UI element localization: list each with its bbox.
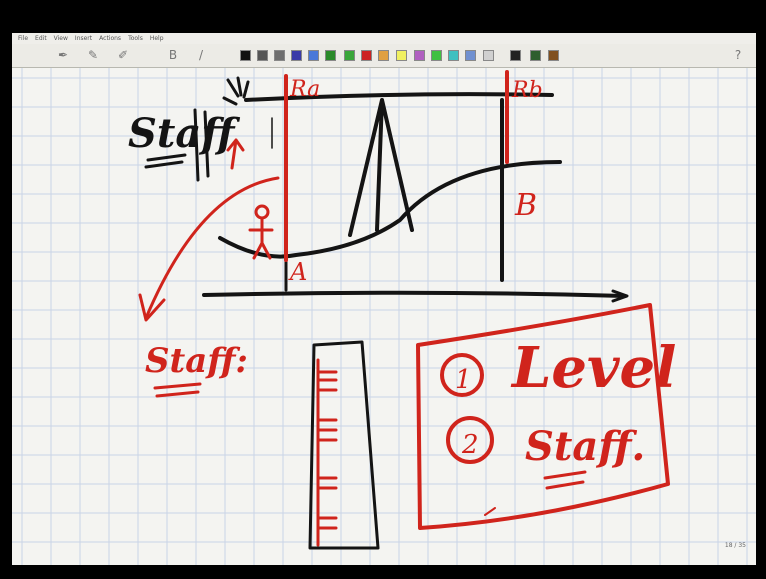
person-head xyxy=(254,204,270,220)
color-swatch[interactable] xyxy=(257,50,268,61)
item2-number: 2 xyxy=(461,430,479,460)
menu-item[interactable]: View xyxy=(53,35,68,42)
list-box xyxy=(416,303,670,530)
color-swatch[interactable] xyxy=(291,50,302,61)
color-swatch[interactable] xyxy=(378,50,389,61)
item1-circle xyxy=(440,353,484,397)
color-swatch[interactable] xyxy=(530,50,541,61)
color-swatch[interactable] xyxy=(325,50,336,61)
arrow-head xyxy=(611,289,629,303)
eraser-icon[interactable]: ✐ xyxy=(117,48,129,62)
bold-icon[interactable]: B xyxy=(168,48,178,62)
menu-item[interactable]: Help xyxy=(149,35,164,42)
color-swatch[interactable] xyxy=(274,50,285,61)
color-swatch[interactable] xyxy=(361,50,372,61)
color-swatch[interactable] xyxy=(431,50,442,61)
point-a-label: A xyxy=(288,258,307,286)
color-swatch[interactable] xyxy=(414,50,425,61)
ra-label: Ra xyxy=(289,77,320,102)
color-swatch[interactable] xyxy=(396,50,407,61)
staff-label-left: Staff: xyxy=(145,341,248,381)
menu-bar: File Edit View Insert Actions Tools Help xyxy=(12,33,756,44)
color-swatch[interactable] xyxy=(510,50,521,61)
menu-item[interactable]: Tools xyxy=(128,35,143,42)
italic-icon[interactable]: / xyxy=(198,48,204,62)
staff-underline xyxy=(144,153,187,169)
box-mark xyxy=(484,507,496,516)
rb-label: Rb xyxy=(511,78,543,103)
point-b-label: B xyxy=(514,188,537,223)
menu-item[interactable]: Actions xyxy=(99,35,122,42)
color-swatch[interactable] xyxy=(483,50,494,61)
toolbar: ✒ ✎ ✐ B /? xyxy=(12,44,756,68)
highlighter-icon[interactable]: ✎ xyxy=(87,48,99,62)
help-icon[interactable]: ? xyxy=(734,48,742,62)
ground-line xyxy=(202,290,627,298)
color-swatch[interactable] xyxy=(308,50,319,61)
item1-number: 1 xyxy=(455,365,472,395)
up-arrow xyxy=(226,138,245,170)
item2-circle xyxy=(446,416,494,464)
person-body xyxy=(248,216,274,260)
item2-underline xyxy=(543,470,587,490)
staff-rod xyxy=(308,340,380,550)
staff-left-underline xyxy=(153,382,202,398)
red-arrow-head xyxy=(138,293,166,322)
item1-text: Level xyxy=(510,335,676,401)
color-swatch[interactable] xyxy=(240,50,251,61)
hill-peak xyxy=(348,98,414,237)
pen-icon[interactable]: ✒ xyxy=(57,48,69,62)
menu-item[interactable]: File xyxy=(18,35,29,42)
item2-text: Staff. xyxy=(525,423,645,470)
staff-strokes xyxy=(193,108,210,182)
page-indicator: 18 / 35 xyxy=(724,542,746,549)
color-swatch[interactable] xyxy=(344,50,355,61)
color-swatch[interactable] xyxy=(465,50,476,61)
staff-label-top: Staff xyxy=(128,110,240,157)
sun-rays xyxy=(222,76,250,106)
ground-profile xyxy=(218,160,562,259)
red-arrow-curve xyxy=(144,176,280,320)
menu-item[interactable]: Edit xyxy=(35,35,47,42)
color-swatch[interactable] xyxy=(448,50,459,61)
color-swatch[interactable] xyxy=(548,50,559,61)
journal-window: File Edit View Insert Actions Tools Help ✒ ✎ ✐ B /… xyxy=(12,33,756,565)
menu-item[interactable]: Insert xyxy=(74,35,93,42)
